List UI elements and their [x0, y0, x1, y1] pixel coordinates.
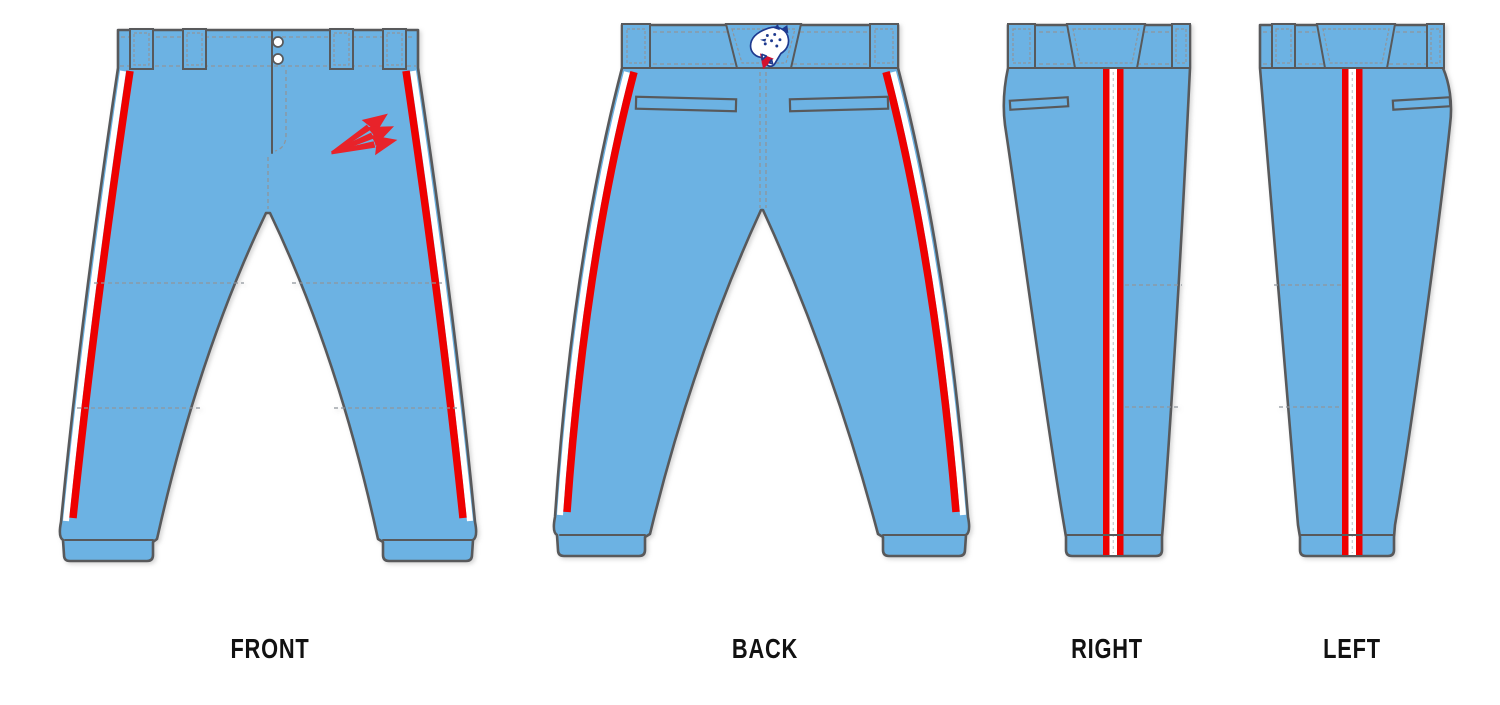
front-view-illustration [58, 28, 478, 563]
right-view-illustration [1002, 23, 1192, 558]
left-view-illustration [1258, 23, 1453, 558]
view-label-left: LEFT [1323, 633, 1381, 664]
side-pocket-welt [1391, 96, 1452, 111]
knee-stitches [77, 282, 459, 409]
back-right-side-stripe [882, 71, 966, 516]
waist-button-bottom [272, 53, 284, 65]
front-left-side-stripe [63, 70, 134, 522]
pants-right-silhouette [1002, 23, 1192, 558]
knee-stitches [1274, 284, 1341, 408]
knee-stitches [1125, 284, 1182, 408]
pants-back-silhouette [552, 23, 971, 558]
view-label-back: BACK [731, 633, 799, 664]
jaguar-logo-icon [749, 23, 790, 70]
back-view-illustration [552, 23, 971, 558]
belt-loops [1271, 23, 1445, 69]
view-label-right: RIGHT [1071, 633, 1143, 664]
belt-loops [129, 28, 407, 70]
belt-loops [1007, 23, 1191, 69]
fly-stitch [274, 70, 287, 152]
side-pocket-welt [1008, 96, 1070, 111]
pants-front-silhouette [58, 28, 478, 563]
back-view [540, 20, 990, 568]
view-label-front: FRONT [230, 633, 310, 664]
center-back-seam [759, 72, 767, 208]
back-left-side-stripe [557, 71, 638, 516]
front-view [50, 25, 490, 573]
front-right-side-stripe [402, 70, 473, 522]
left-side-stripe [1342, 69, 1363, 555]
right-side-stripe [1103, 69, 1124, 555]
right-view [1000, 20, 1215, 568]
back-pocket-right [788, 95, 890, 113]
triton-logo-icon [331, 113, 398, 156]
waist-button-top [272, 36, 284, 48]
back-pocket-left [634, 95, 738, 113]
left-view [1245, 20, 1460, 568]
